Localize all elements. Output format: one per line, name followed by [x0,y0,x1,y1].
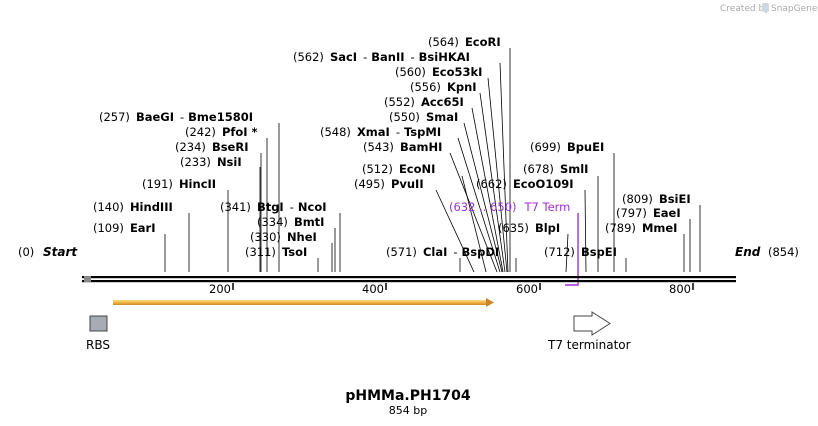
site-smai[interactable]: (550)SmaI [389,110,458,124]
site-xmai-tspmi[interactable]: (548)XmaI-TspMI [320,125,441,139]
cds-arrow-head [486,298,494,307]
site-econi[interactable]: (512)EcoNI [362,162,435,176]
ruler-label-400: 400 [362,282,384,296]
site-bspei[interactable]: (712)BspEI [544,245,617,259]
plasmid-length: 854 bp [389,404,427,417]
site-bmti[interactable]: (334)BmtI [257,215,324,229]
watermark-brand: SnapGene [771,4,818,14]
sequence-backbone-bottom [82,280,736,283]
end-position: (854) [768,245,799,259]
watermark-text: Created by [720,4,770,14]
site-t7-term[interactable]: (632 .. 650)T7 Term [449,200,570,214]
site-bseri[interactable]: (234)BseRI [175,140,248,154]
sequence-start-hatch [84,276,91,282]
rbs-feature-box[interactable] [89,315,108,332]
cds-feature-arrow[interactable] [113,300,487,305]
site-clai-bspdi[interactable]: (571)ClaI-BspDI [386,245,499,259]
t7-term-bracket [565,213,579,286]
rbs-feature-label: RBS [86,338,110,352]
site-connector-lines [164,48,701,273]
site-nsii[interactable]: (233)NsiI [180,155,242,169]
site-bsiei[interactable]: (809)BsiEI [622,192,691,206]
site-hincii[interactable]: (191)HincII [142,177,216,191]
site-hindiii[interactable]: (140)HindIII [93,200,173,214]
start-position: (0) [18,245,34,259]
t7-terminator-feature-arrow[interactable] [573,311,611,336]
site-tsoi[interactable]: (311)TsoI [245,245,307,259]
site-blpi[interactable]: (635)BlpI [498,221,560,235]
site-eco53ki[interactable]: (560)Eco53kI [395,65,482,79]
site-btgi-ncoi[interactable]: (341)BtgI-NcoI [220,200,327,214]
site-ecori[interactable]: (564)EcoRI [428,35,501,49]
site-pfoi[interactable]: (242)PfoI * [185,125,258,139]
site-eaei[interactable]: (797)EaeI [616,206,681,220]
site-baegi-bme1580i[interactable]: (257)BaeGI-Bme1580I [99,110,253,124]
t7-terminator-feature-label: T7 terminator [547,338,631,352]
ruler-label-800: 800 [669,282,691,296]
site-eari[interactable]: (109)EarI [93,221,156,235]
site-smli[interactable]: (678)SmlI [523,162,588,176]
sequence-backbone-top [82,276,736,279]
site-kpni[interactable]: (556)KpnI [410,80,477,94]
ruler-label-600: 600 [516,282,538,296]
plasmid-name: pHMMa.PH1704 [345,388,471,404]
site-pvuii[interactable]: (495)PvuII [354,177,424,191]
site-ecoo109i[interactable]: (662)EcoO109I [476,177,574,191]
end-label: End [735,245,761,259]
start-label: Start [43,245,78,259]
site-nhei[interactable]: (330)NheI [250,230,317,244]
site-bpuei[interactable]: (699)BpuEI [530,140,604,154]
site-bamhi[interactable]: (543)BamHI [363,140,442,154]
site-acc65i[interactable]: (552)Acc65I [384,95,464,109]
ruler-ticks [232,283,694,290]
site-mmei[interactable]: (789)MmeI [605,221,677,235]
snapgene-logo-icon [762,3,769,12]
ruler-label-200: 200 [209,282,231,296]
site-saci-banii-bsihkai[interactable]: (562)SacI-BanII-BsiHKAI [293,50,470,64]
